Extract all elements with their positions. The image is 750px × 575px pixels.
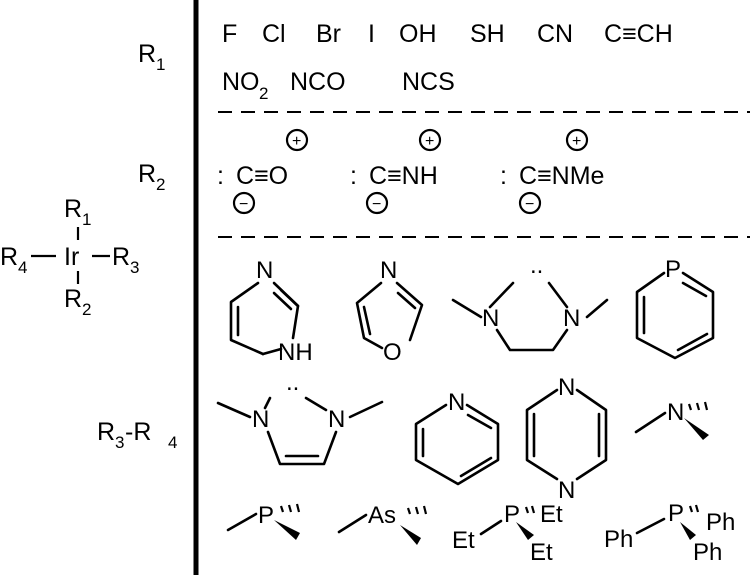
svg-text:..: .. [286,369,299,396]
svg-text:..: .. [530,252,543,279]
r1-item-ethynyl: C≡CH [604,20,673,48]
r2-item-carbonyl: : C≡O + − [217,128,309,215]
svg-text:P: P [258,502,274,529]
svg-text:−: − [372,196,381,213]
svg-text:C≡NMe: C≡NMe [519,162,604,190]
pyrazine-icon: N N [525,374,608,504]
r1-item-no2: NO 2 [222,68,268,103]
svg-text:P: P [665,256,681,283]
trimethylarsine-icon: As [337,502,428,545]
r1-item-oh: OH [399,20,437,48]
svg-text:Ph: Ph [706,509,735,536]
svg-text:C≡O: C≡O [236,162,288,190]
svg-text:2: 2 [259,84,268,103]
oxazole-icon: N O [355,257,424,366]
svg-text:Et: Et [540,501,563,528]
svg-text:P: P [668,500,684,527]
svg-text:4: 4 [168,433,177,452]
svg-text:Et: Et [452,527,475,554]
svg-text:3: 3 [130,258,139,277]
triethylphosphine-icon: P Et Et Et [452,501,563,566]
svg-text:2: 2 [82,300,91,319]
pyridine-icon: N [414,389,500,486]
r1-item-br: Br [316,20,341,48]
svg-text:N: N [380,257,397,284]
svg-text:N: N [558,374,575,401]
r2-item-methyl-isocyanide: : C≡NMe + − [500,128,604,215]
svg-text:O: O [383,339,402,366]
svg-text::: : [350,162,357,190]
r1-item-cn: CN [537,20,573,48]
iridium-atom: Ir [64,243,79,271]
r1-item-f: F [222,20,237,48]
svg-text:P: P [504,501,520,528]
svg-text:N: N [448,389,465,416]
r1-item-cl: Cl [262,20,286,48]
svg-text:3: 3 [115,433,124,452]
svg-text:R: R [0,243,18,271]
r1-item-i: I [368,20,375,48]
svg-text:+: + [292,133,301,150]
saturated-nhc-icon: .. N N [451,252,609,352]
imidazole-icon: N NH [229,257,313,366]
phosphinine-icon: P [635,256,715,360]
svg-text:N: N [482,305,499,332]
svg-text:NH: NH [278,339,313,366]
svg-text:R: R [112,243,130,271]
r1-item-nco: NCO [290,68,346,96]
svg-text::: : [500,162,507,190]
svg-text:R: R [64,195,82,223]
svg-text:R: R [64,285,82,313]
svg-text:R: R [138,160,156,188]
r1-item-sh: SH [470,20,505,48]
row-label-r3-r4: R 3 -R 4 [97,418,177,452]
unsaturated-nhc-icon: .. N N [216,369,384,466]
svg-text:Et: Et [530,539,553,566]
svg-text:N: N [252,406,269,433]
svg-text:N: N [328,406,345,433]
svg-text:N: N [667,399,684,426]
svg-text:As: As [368,502,396,529]
r2-item-iminium: : C≡NH + − [350,128,442,215]
r1-item-ncs: NCS [402,68,455,96]
svg-text::: : [217,162,224,190]
svg-text:+: + [425,133,434,150]
svg-text:−: − [239,196,248,213]
svg-text:N: N [563,305,580,332]
svg-text:R: R [138,40,156,68]
svg-text:−: − [525,196,534,213]
trimethylamine-icon: N [634,399,709,440]
svg-text:NO: NO [222,68,260,96]
svg-text:R: R [97,418,115,446]
trimethylphosphine-icon: P [226,502,301,540]
svg-text:2: 2 [156,175,165,194]
svg-text:+: + [572,133,581,150]
svg-text:1: 1 [82,210,91,229]
row-label-r2: R 2 [138,160,165,194]
triphenylphosphine-icon: P Ph Ph Ph [604,500,735,566]
row-label-r1: R 1 [138,40,165,74]
svg-text:1: 1 [156,55,165,74]
r1-substituent-list: F Cl Br I OH SH CN C≡CH NO 2 NCO NCS [222,20,673,103]
svg-text:4: 4 [18,258,27,277]
svg-text:Ph: Ph [604,526,633,553]
iridium-complex: R 1 R 4 Ir R 3 R 2 [0,195,139,319]
svg-text:Ph: Ph [693,539,722,566]
svg-text:N: N [558,477,575,504]
svg-text:-R: -R [125,418,151,446]
svg-text:C≡NH: C≡NH [369,162,438,190]
svg-text:N: N [256,257,273,284]
